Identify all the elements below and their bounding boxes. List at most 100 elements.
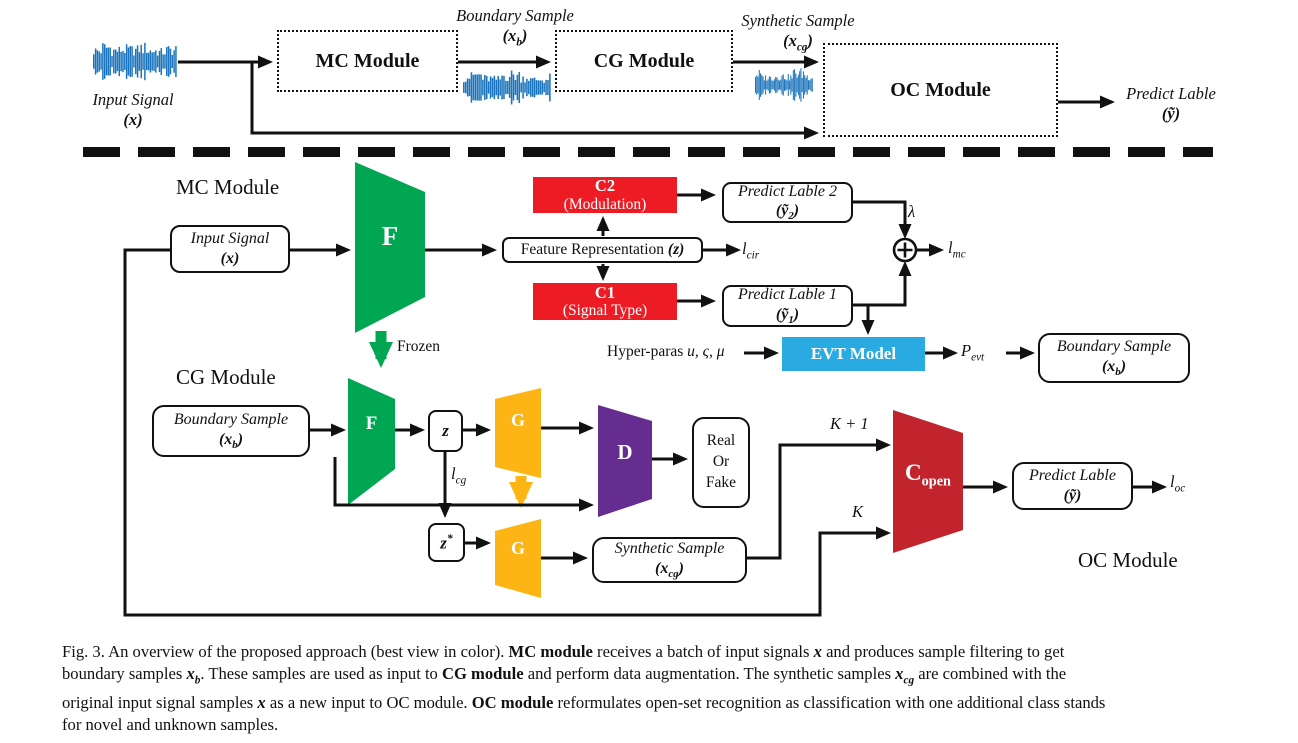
waveform-bar bbox=[476, 74, 478, 101]
waveform-bar bbox=[505, 80, 507, 95]
cg-module-box: CG Module bbox=[555, 30, 733, 92]
waveform-bar bbox=[533, 77, 536, 98]
l-oc-label: loc bbox=[1170, 472, 1186, 495]
waveform-bar bbox=[156, 55, 159, 68]
waveform-bar bbox=[131, 46, 133, 77]
waveform-bar bbox=[805, 77, 807, 93]
oc-module-box-label: OC Module bbox=[890, 78, 991, 101]
waveform-bar bbox=[811, 78, 813, 92]
waveform-bar bbox=[96, 50, 99, 73]
waveform-bar bbox=[499, 79, 501, 96]
waveform-bar bbox=[802, 71, 804, 99]
waveform-bar bbox=[771, 80, 773, 90]
waveform-bar bbox=[464, 81, 467, 94]
waveform-bar bbox=[497, 76, 500, 99]
waveform-bar bbox=[495, 79, 498, 96]
waveform-bar bbox=[151, 52, 153, 71]
waveform-bar bbox=[98, 51, 100, 72]
oc-module-title: OC Module bbox=[1078, 548, 1178, 572]
waveform-bar bbox=[116, 51, 119, 72]
waveform-bar bbox=[800, 68, 802, 102]
caption-segment: OC module bbox=[471, 692, 554, 712]
c-open-label: Copen bbox=[905, 460, 951, 490]
waveform-bar bbox=[105, 47, 108, 76]
g-generator-shape-1 bbox=[495, 388, 541, 478]
waveform-bar bbox=[508, 76, 511, 99]
box-line: Synthetic Sample bbox=[614, 540, 725, 558]
mc-module-box: MC Module bbox=[277, 30, 458, 92]
caption-segment: MC module bbox=[508, 642, 593, 661]
box-math: (xb) bbox=[218, 430, 244, 451]
waveform-bar bbox=[103, 44, 106, 79]
waveform-bar bbox=[140, 44, 142, 79]
waveform-bar bbox=[478, 74, 480, 101]
l-cir-label: lcir bbox=[742, 239, 760, 262]
waveform-bar bbox=[535, 80, 538, 95]
caption-segment: Fig. 3. An overview of the proposed appr… bbox=[62, 642, 509, 661]
waveform-bar bbox=[807, 80, 809, 90]
waveform-bar bbox=[520, 82, 522, 93]
waveform-bar bbox=[93, 54, 95, 69]
c2-sublabel: (Modulation) bbox=[563, 195, 647, 213]
caption-line: boundary samples xb. These samples are u… bbox=[62, 663, 1242, 692]
box-math: (ỹ) bbox=[1063, 487, 1082, 504]
arrow-input-feedback-to-copen-k bbox=[123, 248, 891, 617]
evt-model-label: EVT Model bbox=[810, 343, 897, 363]
waveform-bar bbox=[133, 55, 135, 68]
waveform-bar bbox=[522, 76, 524, 99]
caption-segment: x bbox=[186, 664, 195, 684]
waveform-bar bbox=[758, 69, 760, 101]
z-latent-box: z bbox=[428, 410, 463, 452]
waveform-bar bbox=[484, 74, 486, 101]
boundary-sample-in-box: Boundary Sample (xb) bbox=[152, 405, 310, 457]
waveform-bar bbox=[512, 74, 515, 101]
waveform-bar bbox=[781, 75, 783, 95]
waveform-bar bbox=[528, 80, 530, 95]
waveform-bar bbox=[487, 81, 490, 94]
waveform-bar bbox=[147, 52, 150, 71]
predict-lable-1-box: Predict Lable 1 (ỹ1) bbox=[722, 285, 853, 327]
waveform-bar bbox=[166, 47, 168, 76]
predict-lable-top-label: Predict Lable (ỹ) bbox=[1116, 84, 1226, 124]
input-signal-label: Input Signal (x) bbox=[81, 90, 185, 130]
waveform-bar bbox=[135, 48, 137, 75]
label-math: (xb) bbox=[502, 26, 528, 49]
waveform-bar bbox=[757, 76, 759, 94]
waveform-bar bbox=[493, 75, 496, 100]
caption-segment: b bbox=[194, 674, 201, 687]
waveform-bar bbox=[162, 54, 164, 69]
caption-segment: and produces sample filtering to get bbox=[821, 642, 1065, 661]
label-math: (x) bbox=[123, 110, 143, 130]
waveform-bar bbox=[169, 48, 172, 75]
circle-plus-cross-icon bbox=[897, 242, 913, 258]
waveform-bar bbox=[111, 55, 113, 68]
waveform-bar bbox=[145, 52, 148, 71]
feature-z-math: (z) bbox=[667, 241, 685, 258]
waveform-bar bbox=[763, 80, 765, 90]
waveform-bar bbox=[772, 80, 774, 90]
evt-model-box: EVT Model bbox=[782, 337, 925, 371]
waveform-bar bbox=[786, 80, 788, 90]
waveform-bar bbox=[474, 74, 477, 101]
waveform-bar bbox=[125, 44, 128, 79]
caption-segment: cg bbox=[903, 674, 915, 687]
d-discriminator-label: D bbox=[617, 440, 633, 464]
z-label: z bbox=[442, 421, 449, 440]
hyper-text: Hyper-paras bbox=[607, 343, 688, 360]
caption-segment: reformulates open-set recognition as cla… bbox=[553, 692, 1106, 712]
waveform-bar bbox=[531, 78, 534, 97]
input-signal-box: Input Signal (x) bbox=[170, 225, 290, 273]
c2-label: C2 bbox=[594, 176, 616, 196]
waveform-bar bbox=[760, 73, 762, 97]
box-line: Fake bbox=[705, 473, 737, 491]
caption-line: for novel and unknown samples. bbox=[62, 714, 1242, 736]
hyper-math: u, ς, μ bbox=[687, 343, 725, 360]
waveform-bar bbox=[175, 46, 177, 77]
waveform-bar bbox=[482, 79, 484, 96]
predict-lable-2-box: Predict Lable 2 (ỹ2) bbox=[722, 182, 853, 223]
waveform-bar bbox=[472, 74, 475, 101]
f-encoder-shape-mc bbox=[355, 162, 425, 333]
d-discriminator-shape bbox=[598, 405, 652, 517]
waveform-bar bbox=[541, 80, 544, 95]
